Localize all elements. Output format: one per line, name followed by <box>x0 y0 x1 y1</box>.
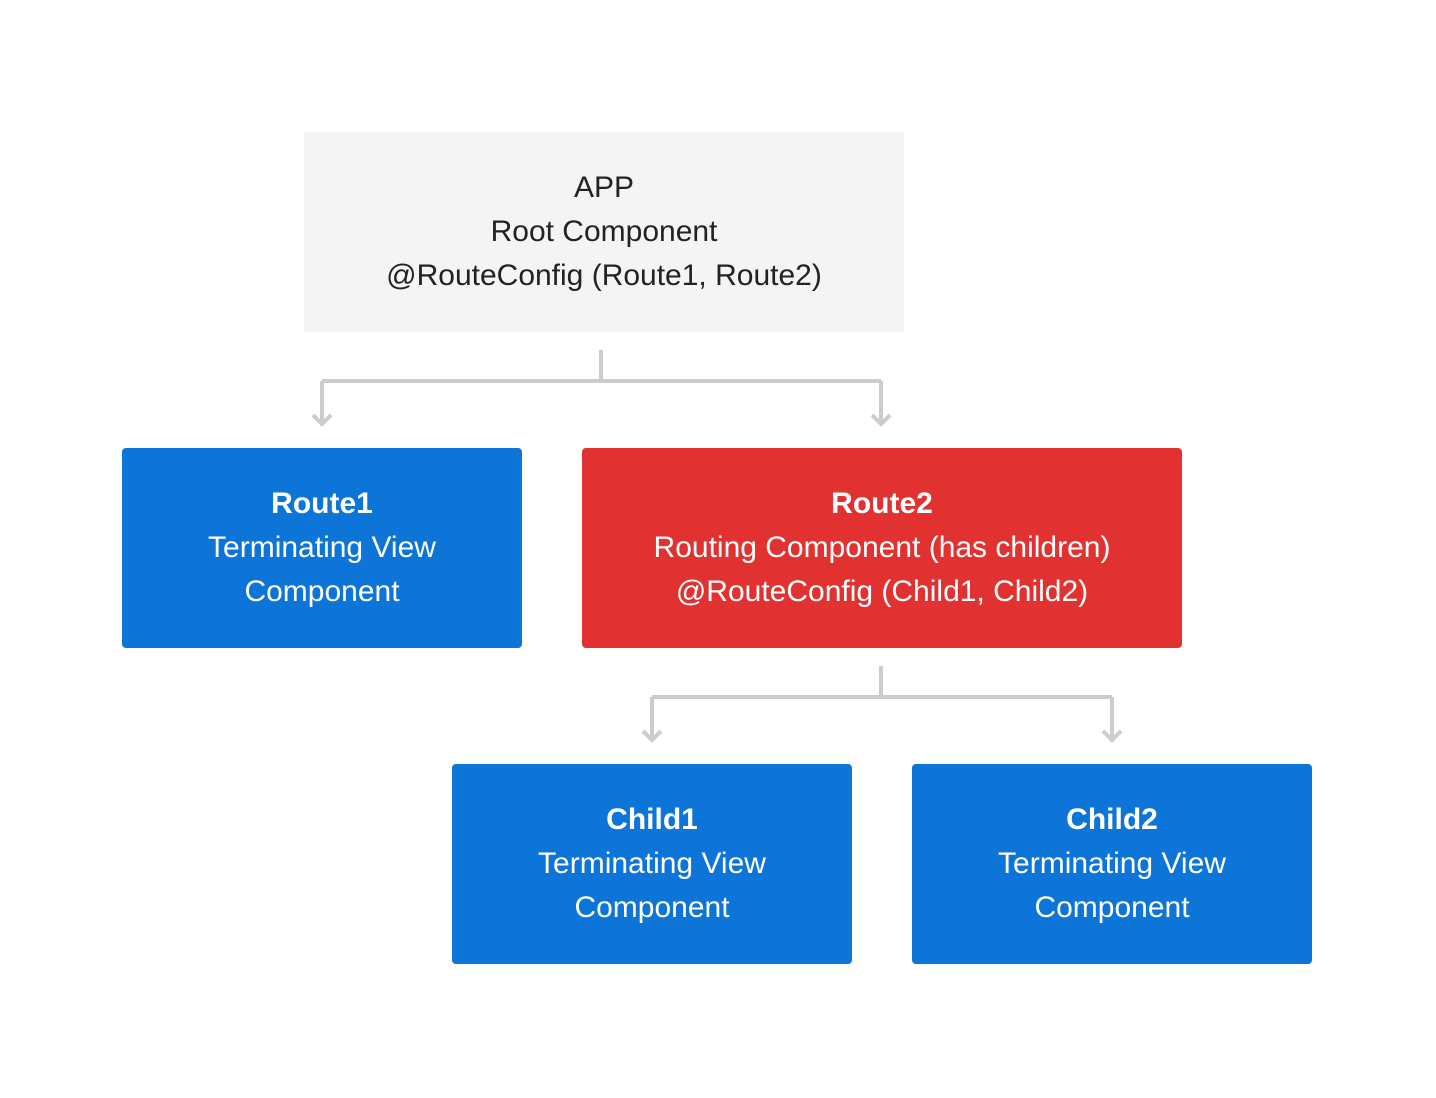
route1-title: Route1 <box>271 487 373 520</box>
child1-description-line1: Terminating View <box>538 847 766 880</box>
route1-node: Route1 Terminating View Component <box>122 448 522 648</box>
route2-title: Route2 <box>831 487 933 520</box>
child1-arrowhead-icon <box>641 729 663 743</box>
child2-description-line1: Terminating View <box>998 847 1226 880</box>
route1-arrowhead-icon <box>311 413 333 427</box>
route2-node: Route2 Routing Component (has children) … <box>582 448 1182 648</box>
app-description: Root Component <box>490 215 718 248</box>
route1-description-line2: Component <box>244 575 400 608</box>
app-node: APP Root Component @RouteConfig (Route1,… <box>304 132 904 332</box>
child1-node: Child1 Terminating View Component <box>452 764 852 964</box>
route2-arrowhead-icon <box>870 413 892 427</box>
route2-route-config: @RouteConfig (Child1, Child2) <box>675 575 1089 608</box>
child1-description-line2: Component <box>574 891 730 924</box>
child2-node: Child2 Terminating View Component <box>912 764 1312 964</box>
route1-description-line1: Terminating View <box>208 531 436 564</box>
app-route-config: @RouteConfig (Route1, Route2) <box>386 259 822 292</box>
app-title: APP <box>573 171 635 204</box>
child2-title: Child2 <box>1066 803 1158 836</box>
child2-arrowhead-icon <box>1101 729 1123 743</box>
child2-description-line2: Component <box>1034 891 1190 924</box>
child1-title: Child1 <box>606 803 698 836</box>
route2-description: Routing Component (has children) <box>653 531 1111 564</box>
